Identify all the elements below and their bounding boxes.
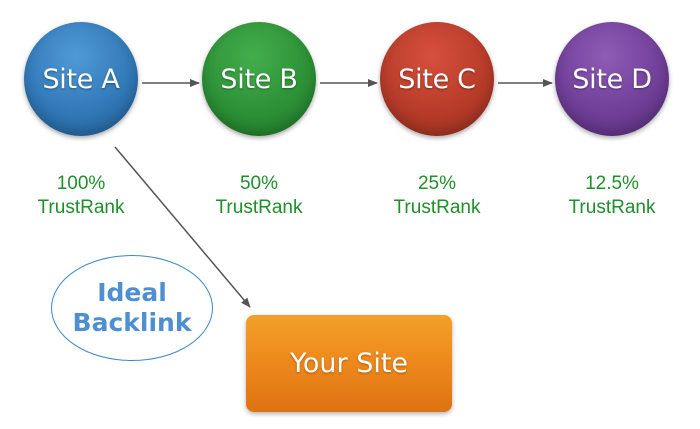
trustrank-site-c: 25% TrustRank [367, 172, 507, 220]
ideal-backlink-line2: Backlink [72, 308, 192, 337]
site-d-node: Site D [555, 22, 669, 136]
trustrank-value: 25% [417, 173, 457, 194]
ideal-backlink-line1: Ideal [97, 278, 167, 307]
ideal-backlink-callout: Ideal Backlink [51, 255, 213, 361]
site-c-label: Site C [398, 63, 476, 95]
trustrank-value: 12.5% [585, 173, 639, 194]
trustrank-site-a: 100% TrustRank [11, 172, 151, 220]
site-b-label: Site B [220, 63, 298, 95]
site-b-node: Site B [202, 22, 316, 136]
your-site-box: Your Site [246, 315, 452, 412]
site-a-node: Site A [24, 22, 138, 136]
trustrank-value: 100% [56, 173, 106, 194]
trustrank-site-d: 12.5% TrustRank [542, 172, 682, 220]
site-a-label: Site A [42, 63, 120, 95]
site-c-node: Site C [380, 22, 494, 136]
trustrank-label: TrustRank [37, 197, 125, 218]
site-d-label: Site D [572, 63, 652, 95]
trustrank-label: TrustRank [215, 197, 303, 218]
trustrank-label: TrustRank [393, 197, 481, 218]
trustrank-label: TrustRank [568, 197, 656, 218]
your-site-label: Your Site [289, 348, 409, 379]
arrow-a-to-your-site [114, 146, 251, 308]
trustrank-value: 50% [239, 173, 279, 194]
trustrank-site-b: 50% TrustRank [189, 172, 329, 220]
